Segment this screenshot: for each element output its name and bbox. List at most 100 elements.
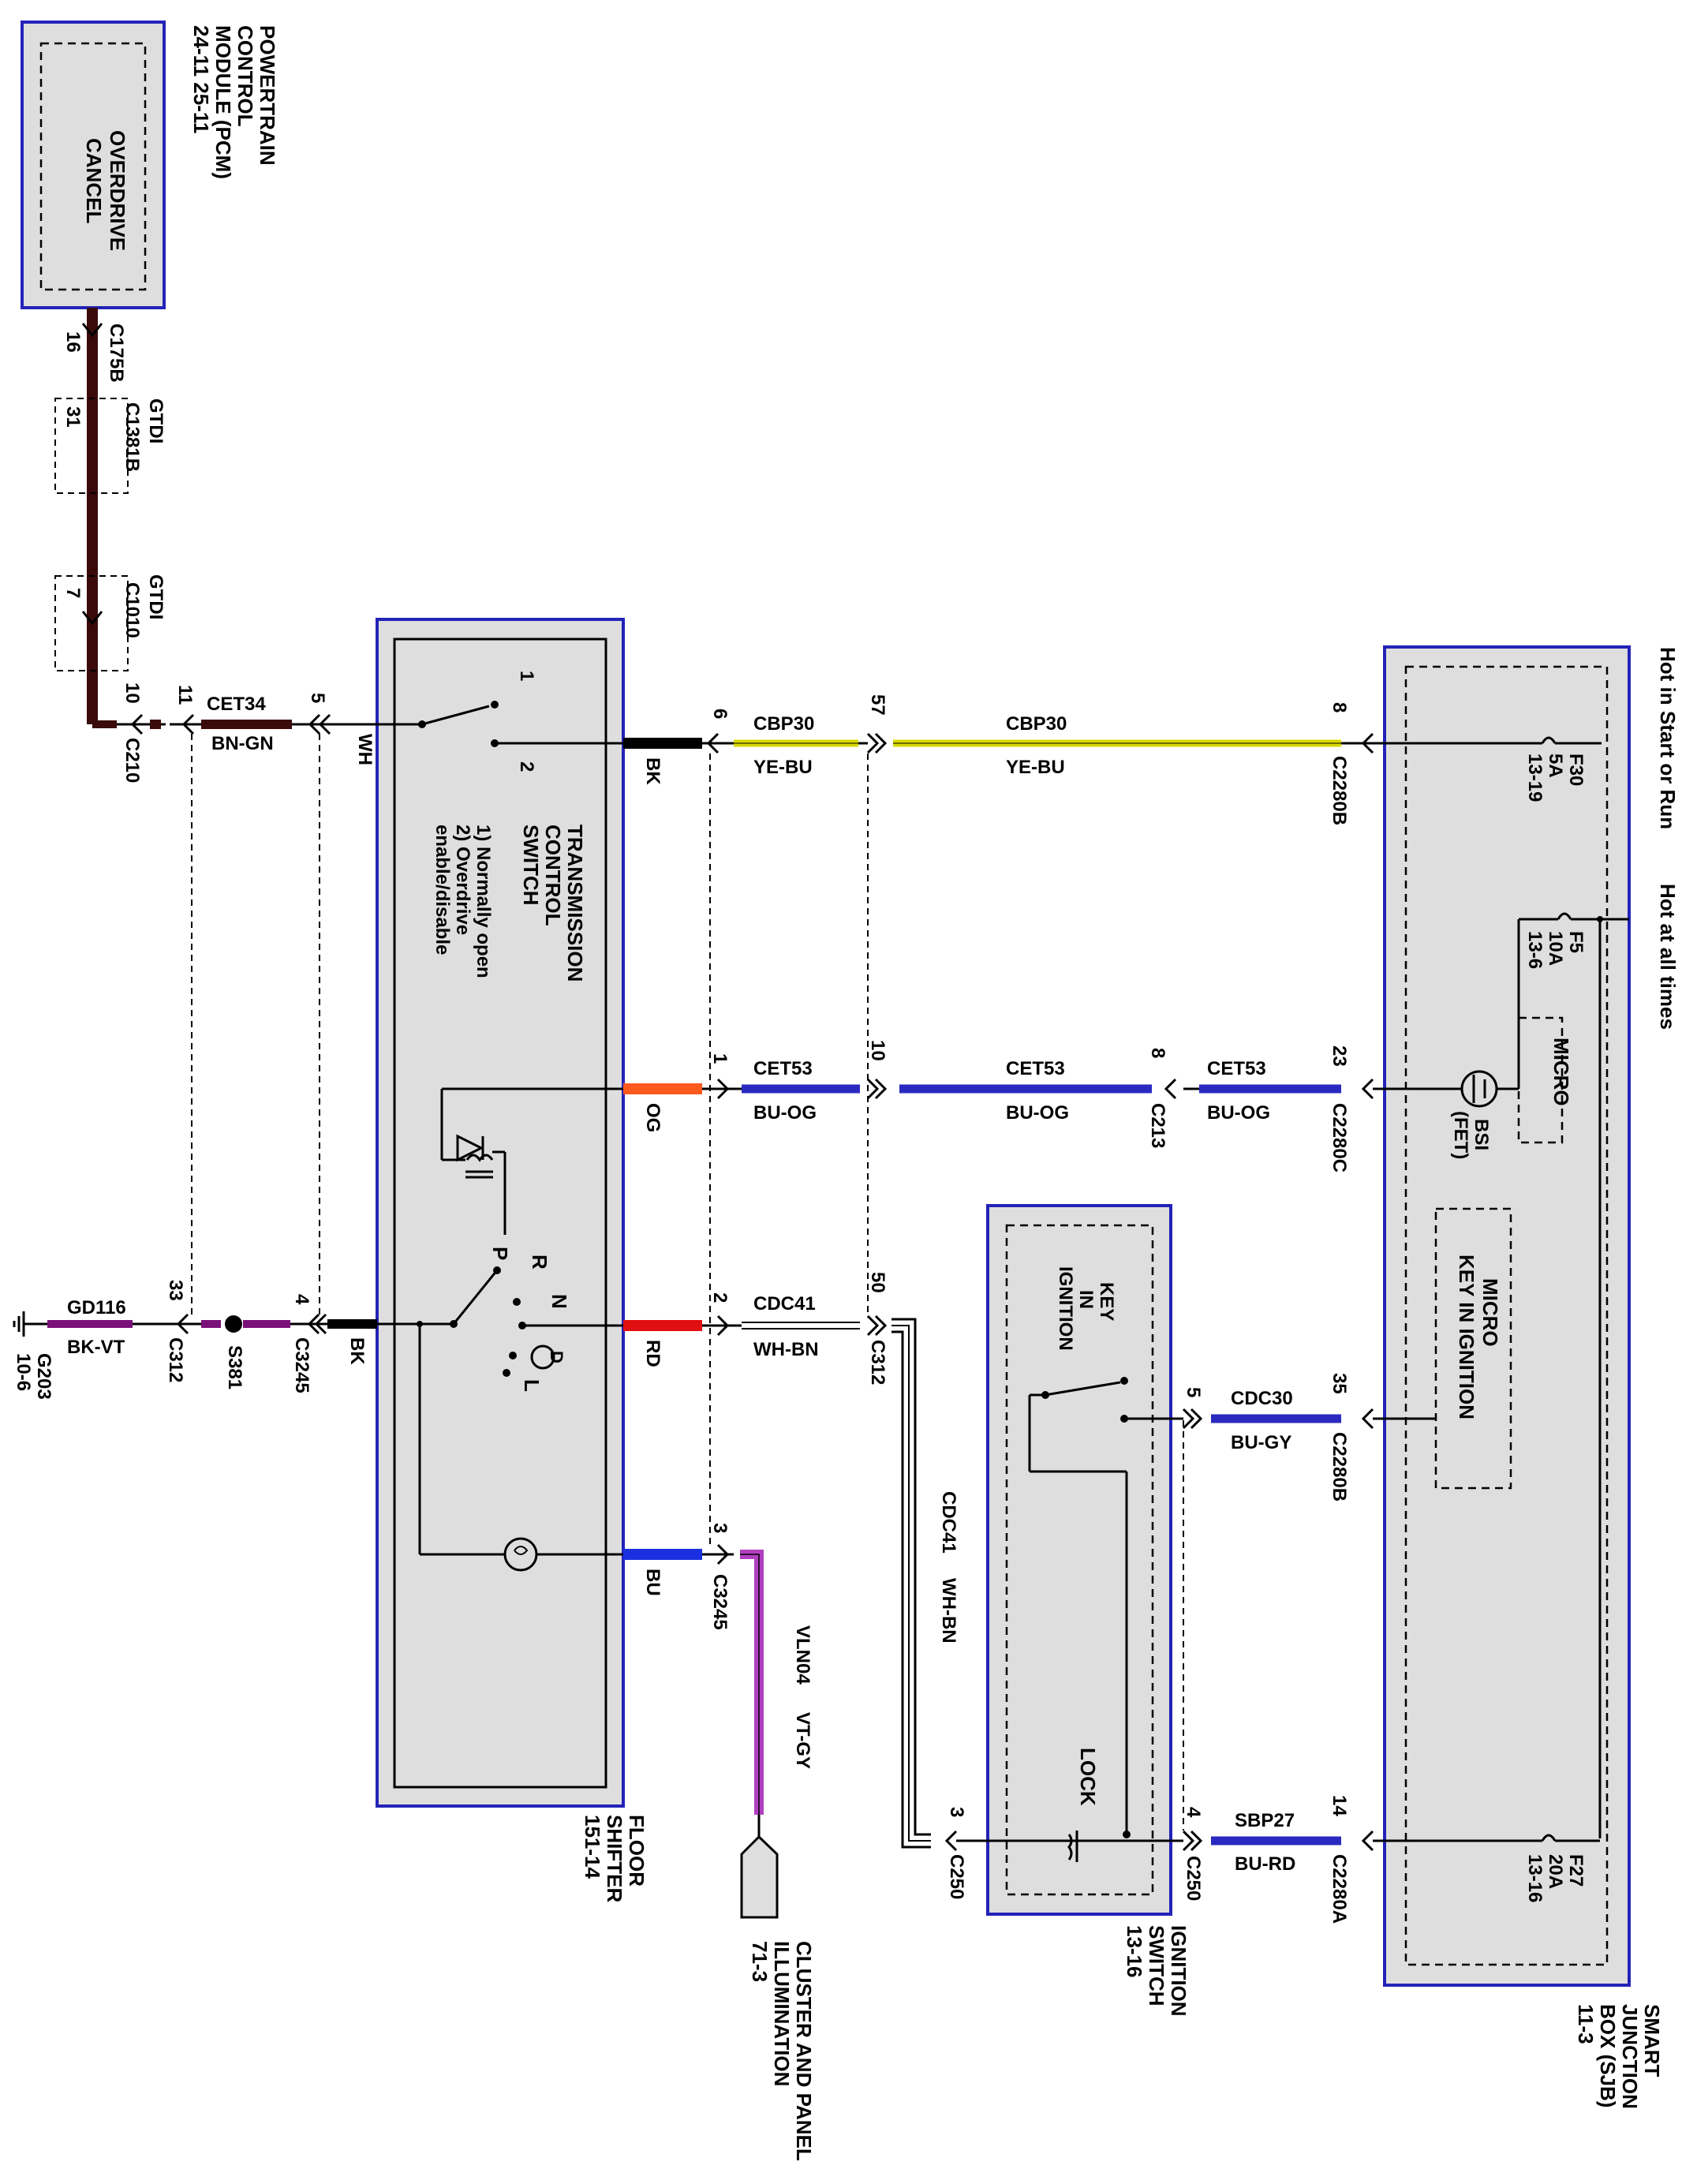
pin-5: 5 xyxy=(307,693,328,703)
key-in-ignition-label: KEY IN IGNITION xyxy=(1455,1255,1478,1419)
c312-pin-10: 10 xyxy=(867,1040,888,1061)
tcs-note-2: 2) Overdrive xyxy=(452,825,473,935)
pcm-label-1: POWERTRAIN xyxy=(256,25,279,166)
cdc30-circuit: CDC30 xyxy=(1231,1388,1293,1409)
tcs-note-3: enable/disable xyxy=(432,825,453,955)
bsi-fet-symbol xyxy=(1448,912,1629,1108)
pcm-label-2: CONTROL xyxy=(234,25,257,127)
switch-pos-2: 2 xyxy=(516,761,537,772)
floor-shifter-label-2: SHIFTER xyxy=(603,1815,626,1902)
ignition-switch-module xyxy=(986,1204,1172,1916)
c3245-left-label: C3245 xyxy=(291,1337,312,1393)
c2280a-pin: 14 xyxy=(1329,1795,1350,1816)
pos-p: P xyxy=(488,1247,512,1260)
ignition-label: IGNITION xyxy=(1055,1266,1076,1351)
pcm-label-3: MODULE (PCM) xyxy=(211,25,235,179)
fet-label: (FET) xyxy=(1450,1111,1471,1159)
solenoid-diode-icon xyxy=(440,1089,506,1235)
transmission-control-switch xyxy=(377,701,623,747)
c312-pin-57: 57 xyxy=(867,694,888,716)
bu-label: BU xyxy=(642,1569,663,1596)
prndl-switch xyxy=(377,1266,623,1572)
key-in-ignition-contact xyxy=(1028,1377,1183,1862)
cet53-b-circuit: CET53 xyxy=(1006,1058,1065,1079)
c2280b-b-pin: 35 xyxy=(1329,1373,1350,1394)
g203-ref: 10-6 xyxy=(13,1353,34,1391)
gd116-circuit: GD116 xyxy=(67,1297,126,1318)
cet53-b-color: BU-OG xyxy=(1006,1102,1069,1124)
c3245-pin-6: 6 xyxy=(709,709,731,719)
floor-shifter-label-1: FLOOR xyxy=(625,1815,649,1887)
in-label: IN xyxy=(1075,1290,1097,1309)
connector-arrow-c175b xyxy=(81,323,103,338)
c3245-label: C3245 xyxy=(709,1574,731,1630)
c2280c-label: C2280C xyxy=(1329,1103,1350,1172)
cluster-label-1: CLUSTER AND PANEL xyxy=(792,1941,816,2161)
cet53-c-circuit: CET53 xyxy=(1207,1058,1266,1079)
c2280b-a-label: C2280B xyxy=(1329,756,1350,825)
vln04-color: VT-GY xyxy=(792,1712,813,1769)
cbp30-a-color: YE-BU xyxy=(753,757,813,778)
gtdi-b-box xyxy=(54,575,129,671)
c250-right-pin: 4 xyxy=(1183,1807,1204,1818)
ignition-switch-label-1: IGNITION xyxy=(1167,1925,1190,2017)
cbp30-b-color: YE-BU xyxy=(1006,757,1065,778)
pos-l: L xyxy=(520,1379,544,1392)
sjb-label-2: JUNCTION xyxy=(1618,2004,1642,2109)
c3245-pin-1: 1 xyxy=(709,1053,731,1064)
g203-label: G203 xyxy=(33,1353,54,1400)
pin-11: 11 xyxy=(174,685,196,705)
c250-left-label: C250 xyxy=(946,1854,967,1899)
bk-lower-label: BK xyxy=(346,1337,368,1365)
c1010-pin: 7 xyxy=(62,588,84,598)
c213-label: C213 xyxy=(1147,1103,1168,1148)
ignition-switch-label-2: SWITCH xyxy=(1145,1925,1168,2006)
pcm-ref: 24-11 25-11 xyxy=(189,25,213,133)
micro2-label: MICRO xyxy=(1478,1278,1502,1347)
cdc41-wire xyxy=(623,1315,1132,1852)
ignition-switch-ref: 13-16 xyxy=(1123,1925,1146,1978)
pos-d: D xyxy=(547,1351,566,1363)
f30-name: F30 xyxy=(1565,754,1587,786)
og-label: OG xyxy=(642,1103,663,1132)
sjb-ref: 11-3 xyxy=(1574,2004,1598,2044)
c1381b-label: C1381B xyxy=(121,402,143,472)
f27-amp: 20A xyxy=(1545,1854,1566,1889)
cdc30-color: BU-GY xyxy=(1231,1432,1291,1453)
tcs-label-3: SWITCH xyxy=(519,825,543,906)
c1381b-pin: 31 xyxy=(62,406,84,428)
wh-label: WH xyxy=(354,734,376,765)
pos-r: R xyxy=(528,1255,551,1270)
lock-solenoid-icon xyxy=(1067,1834,1073,1861)
sbp27-circuit: SBP27 xyxy=(1235,1810,1295,1831)
overdrive-label-2: CANCEL xyxy=(82,138,106,223)
f5-amp: 10A xyxy=(1545,931,1566,966)
c210-label: C210 xyxy=(121,738,143,783)
cet34-color: BN-GN xyxy=(211,733,274,754)
bk-upper-label: BK xyxy=(642,757,663,785)
floor-shifter-ref: 151-14 xyxy=(581,1815,604,1879)
c175b-label: C175B xyxy=(106,323,127,383)
c3245-left-pin: 4 xyxy=(291,1294,312,1305)
c2280a-label: C2280A xyxy=(1329,1854,1350,1924)
cet53-c-color: BU-OG xyxy=(1207,1102,1270,1124)
c250-sw-pin: 5 xyxy=(1183,1387,1204,1397)
sbp27-color: BU-RD xyxy=(1235,1853,1295,1875)
cbp30-a-circuit: CBP30 xyxy=(753,713,814,735)
pcm-wire xyxy=(54,308,129,728)
gtdi-b-label: GTDI xyxy=(145,574,166,619)
fuse-f27-icon xyxy=(1541,1834,1557,1842)
sjb-label-3: BOX (SJB) xyxy=(1596,2004,1620,2107)
c210-pin: 10 xyxy=(121,682,143,704)
c2280b-a-pin: 8 xyxy=(1329,702,1350,712)
gtdi-a-label: GTDI xyxy=(145,398,166,443)
c312-left-label: C312 xyxy=(165,1337,186,1382)
cet34-wire xyxy=(117,713,418,735)
cbp30-b-circuit: CBP30 xyxy=(1006,713,1067,735)
micro-key-in-ignition-box xyxy=(1434,1207,1512,1490)
micro-label: MICRO xyxy=(1549,1038,1573,1106)
cdc41-b-color: WH-BN xyxy=(938,1578,959,1644)
sjb-module xyxy=(1383,645,1631,1987)
c312-mid-label: C312 xyxy=(867,1340,888,1385)
